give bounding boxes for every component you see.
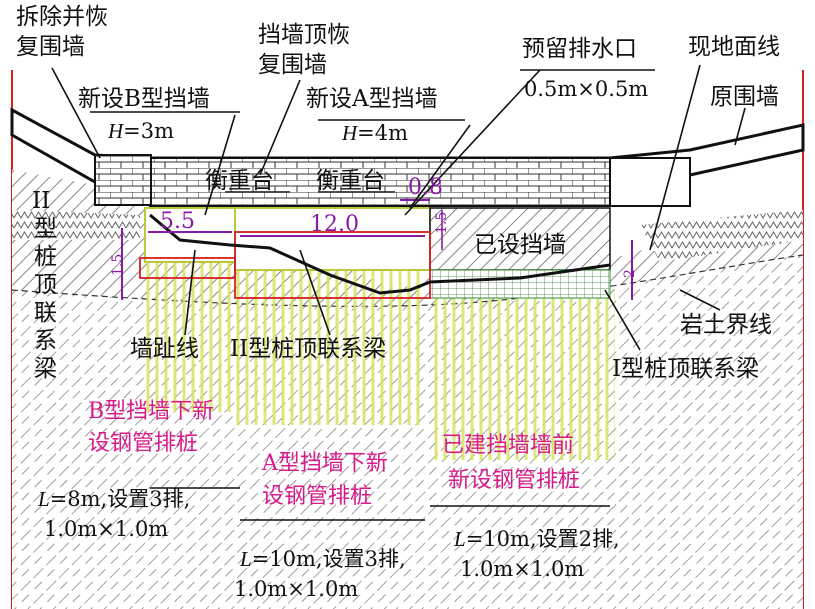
vbeam-char-2: 桩 [34,244,57,270]
i-beam-block [429,269,611,299]
rock-soil-boundary-line [11,254,804,307]
right-soil-band [640,210,803,262]
vbeam-char-1: 型 [34,216,57,242]
b-spec-line1: =8m,设置3排, [50,487,191,511]
label-drain-size: 0.5m×0.5m [524,77,648,101]
h-value-a: =4m [357,121,408,145]
a-pile-spec-2: 1.0m×1.0m [234,577,358,601]
pile-spec-arrows [150,487,610,521]
l-symbol-a: L [239,547,252,571]
dim-0-8: 0.8 [408,175,443,200]
label-built-piles-1: 已建挡墙墙前 [442,433,574,458]
b-pile-spec-2: 1.0m×1.0m [44,517,168,541]
h-symbol-b: H [107,119,125,143]
b-pile-spec-1: L=8m,设置3排, [37,487,190,511]
a-type-wall [234,207,431,271]
vbeam-char-6: 梁 [34,356,57,382]
label-h-b: H=3m [107,119,174,143]
existing-wall [429,207,611,271]
label-dismantle-wall-1: 拆除并恢 [16,4,108,30]
a-wall-pile-zone [235,270,425,425]
a-spec-line1: =10m,设置3排, [252,547,406,571]
label-pile-beam-II-vertical: II 型 桩 顶 联 系 梁 [32,188,57,382]
label-wall-toe: 墙趾线 [130,336,199,362]
built-pile-spec-2: 1.0m×1.0m [460,557,584,581]
label-counterweight-2: 衡重台 [316,168,385,194]
dim-1-5: 1.5 [434,212,450,234]
left-wall-masonry [94,154,152,206]
label-orig-wall: 原围墙 [710,84,779,110]
built-pile-spec-1: L=10m,设置2排, [453,527,620,551]
label-dismantle-wall-2: 复围墙 [16,34,85,60]
dim-1-5-left: 1.5 [110,254,126,276]
label-wall-top-restore-2: 复围墙 [258,52,327,78]
vbeam-char-4: 联 [34,300,57,326]
label-built-piles-2: 新设钢管排桩 [448,468,580,493]
dim-2-right: 2 [622,269,638,278]
label-rock-soil: 岩土界线 [680,312,772,338]
built-wall-pile-zone [430,285,615,460]
right-wall-block [609,157,691,207]
a-pile-spec-1: L=10m,设置3排, [239,547,406,571]
label-pile-beam-I: I型桩顶联系梁 [612,356,759,382]
a-pile-beam [234,231,431,299]
wall-toe-curve [149,213,611,295]
label-a-piles-1: A型挡墙下新 [261,451,388,476]
h-value-b: =3m [123,119,174,143]
label-h-a: H=4m [341,121,408,145]
dim-5-5: 5.5 [160,209,195,234]
l-symbol-b: L [37,487,50,511]
label-a-piles-2: 设钢管排桩 [262,484,372,509]
label-new-b-wall: 新设B型挡墙 [78,86,210,112]
label-pile-beam-II: II型桩顶联系梁 [230,336,386,362]
label-b-piles-2: 设钢管排桩 [88,431,198,456]
label-wall-top-restore-1: 挡墙顶恢 [258,22,350,48]
l-symbol-built: L [453,527,466,551]
left-soil-band [12,210,140,240]
built-spec-line1: =10m,设置2排, [466,527,620,551]
label-drain: 预留排水口 [522,36,637,62]
label-counterweight-1: 衡重台 [205,168,274,194]
leader-lines [51,64,746,351]
vbeam-char-5: 系 [34,328,57,354]
label-ground-line: 现地面线 [688,34,780,60]
vbeam-char-3: 顶 [34,272,57,298]
label-existing-wall: 已设挡墙 [474,232,566,258]
h-symbol-a: H [341,121,359,145]
vbeam-char-0: II [32,188,50,214]
dim-12-0: 12.0 [310,212,359,237]
label-b-piles-1: B型挡墙下新 [88,399,214,424]
label-new-a-wall: 新设A型挡墙 [306,86,438,112]
